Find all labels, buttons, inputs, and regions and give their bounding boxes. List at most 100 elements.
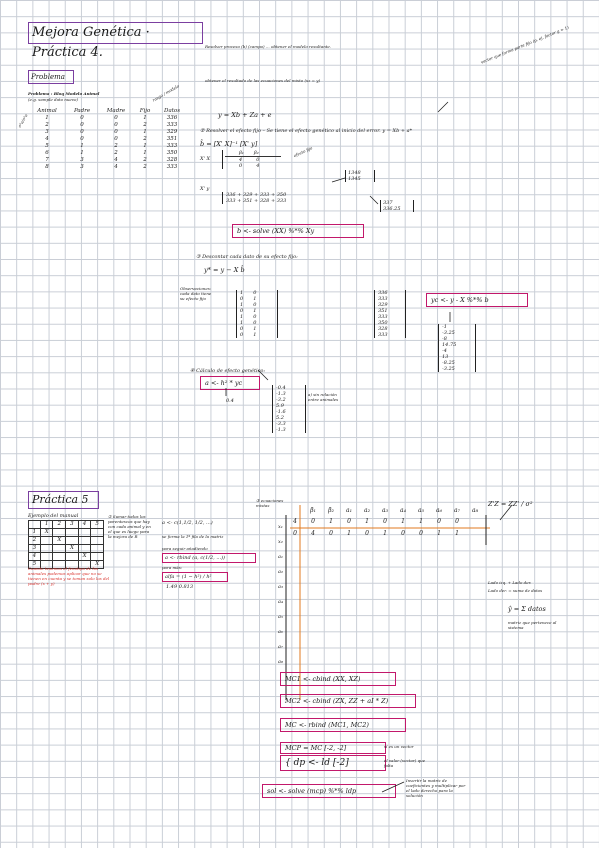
table-cell: 1 [45,115,49,121]
x-matrix-cell: 1 [240,302,244,308]
ecu-head-cell: β₂ [328,507,334,514]
ecu-side-cell: a₈ [278,659,283,665]
step3-eq: y* = y − X b̂ [204,266,245,274]
ecu-cell: 1 [365,518,369,525]
practica5-code-b-label: para seguir añadiendo [162,546,208,551]
ecu-cell: 0 [383,518,387,525]
a-cell: -0.4 [276,385,286,391]
code-a-text: a <- h² * yc [205,379,243,387]
step4-h2: 0.4 [226,398,234,404]
x-matrix-cell: 1 [240,320,244,326]
top-note-2: obtener el resultado de las ecuaciones d… [205,78,321,83]
ecu-side-cell: a₇ [278,644,283,650]
table-cell: 1 [143,150,147,156]
practica5-code-c-res: 1.49 0.813 [166,584,194,590]
ecu-head-cell: a₆ [436,507,442,514]
x-matrix-cell: 1 [253,326,257,332]
bottom-note-1: sí es un vector [384,744,414,749]
grid-cell: X [90,560,104,569]
ecu-cell: 0 [329,530,333,537]
a-cell: -3.2 [276,397,286,403]
arrow-icon [437,101,449,113]
yc-cell: -8 [442,336,447,342]
code-yc: yc <- y - X %*% b [426,293,528,307]
table-cell: 350 [166,150,178,156]
model-equation: y = Xb + Za + e [218,111,272,119]
practica5-code-c-text: alfa = (1 − h²) / h² [165,574,212,580]
table-cell: 4 [114,164,118,170]
ecu-cell: 1 [455,530,459,537]
ecu-side-cell: a₁ [278,554,283,560]
ecu-cell: 0 [347,518,351,525]
problema-table-head: Animal Padre Madre Fijo Datos [28,108,188,115]
table-cell: 2 [143,157,147,163]
a-cell: -1.3 [276,391,286,397]
table-cell: 1 [80,143,84,149]
step2-bhat: b̂ = [X' X]⁻¹ [X' y] [200,140,258,148]
ecu-cell: 0 [455,518,459,525]
xpy-result-cell: 1345 [348,176,361,182]
y-cell: 336 [378,290,388,296]
ecu-right-eq: Z'Z = ZZ' / σ² [488,500,533,508]
ecu-head-cell: a₄ [400,507,406,514]
table-cell: 1 [143,115,147,121]
x-matrix-cell: 0 [253,320,257,326]
table-cell: 7 [45,157,49,163]
table-cell: 2 [143,164,147,170]
ecu-side-cell: x₁ [278,524,283,530]
xpy-result-cell: 1348 [348,170,361,176]
ecu-cell: 1 [437,530,441,537]
b-result-cell: 337 [383,200,393,206]
table-cell: 2 [45,122,49,128]
arrow-icon [257,369,269,381]
practica5-code-a: a <- c(1,1/2, 1/2, ...) [162,520,213,526]
table-cell: 2 [114,150,118,156]
code-mc-text: MC <- rbind (MC1, MC2) [285,721,369,729]
step4-note: a) sin relación entre animales [308,392,339,402]
step3-text: ③ Descontar cada dato de su efecto fijo: [196,254,298,260]
ecu-cell: 1 [401,518,405,525]
arrow-icon [331,177,346,183]
yc-cell: -8.25 [442,360,455,366]
code-ldp-text: { dp <- ld [-2] [285,758,349,768]
xpy-result: 1348 1345 [345,170,375,182]
table-cell: 336 [166,115,178,121]
y-cell: 333 [378,314,388,320]
practica5-caption: Ejemplo del manual [28,513,79,519]
table-cell: 2 [143,122,147,128]
yc-cell: 14.75 [442,342,457,348]
problema-caption-1: Problema : Bloq Modelo Animal [28,91,100,96]
xpx-head: β₂ [253,150,259,156]
table-cell: 3 [45,129,49,135]
table-header: Padre [73,108,91,114]
xpy-cell: 333 + 351 + 328 + 333 [226,198,287,204]
ecu-side-cell: a₆ [278,629,283,635]
table-cell: 5 [45,143,49,149]
practica5-step1: ① Sumar todos los parentescos que hay co… [108,514,151,539]
code-solve-b-text: b <- solve (XX) %*% Xy [237,227,315,235]
yc-cell: 13 [442,354,449,360]
a-cell: -3.3 [276,421,286,427]
xpx-cell: 0 [256,157,260,163]
table-cell: 0 [114,136,118,142]
x-matrix-cell: 0 [240,296,244,302]
xpy-cell: 336 + 329 + 333 + 350 [226,192,287,198]
step4-text: ④ Cálculo de efecto genético: [190,368,266,374]
y-cell: 333 [378,296,388,302]
